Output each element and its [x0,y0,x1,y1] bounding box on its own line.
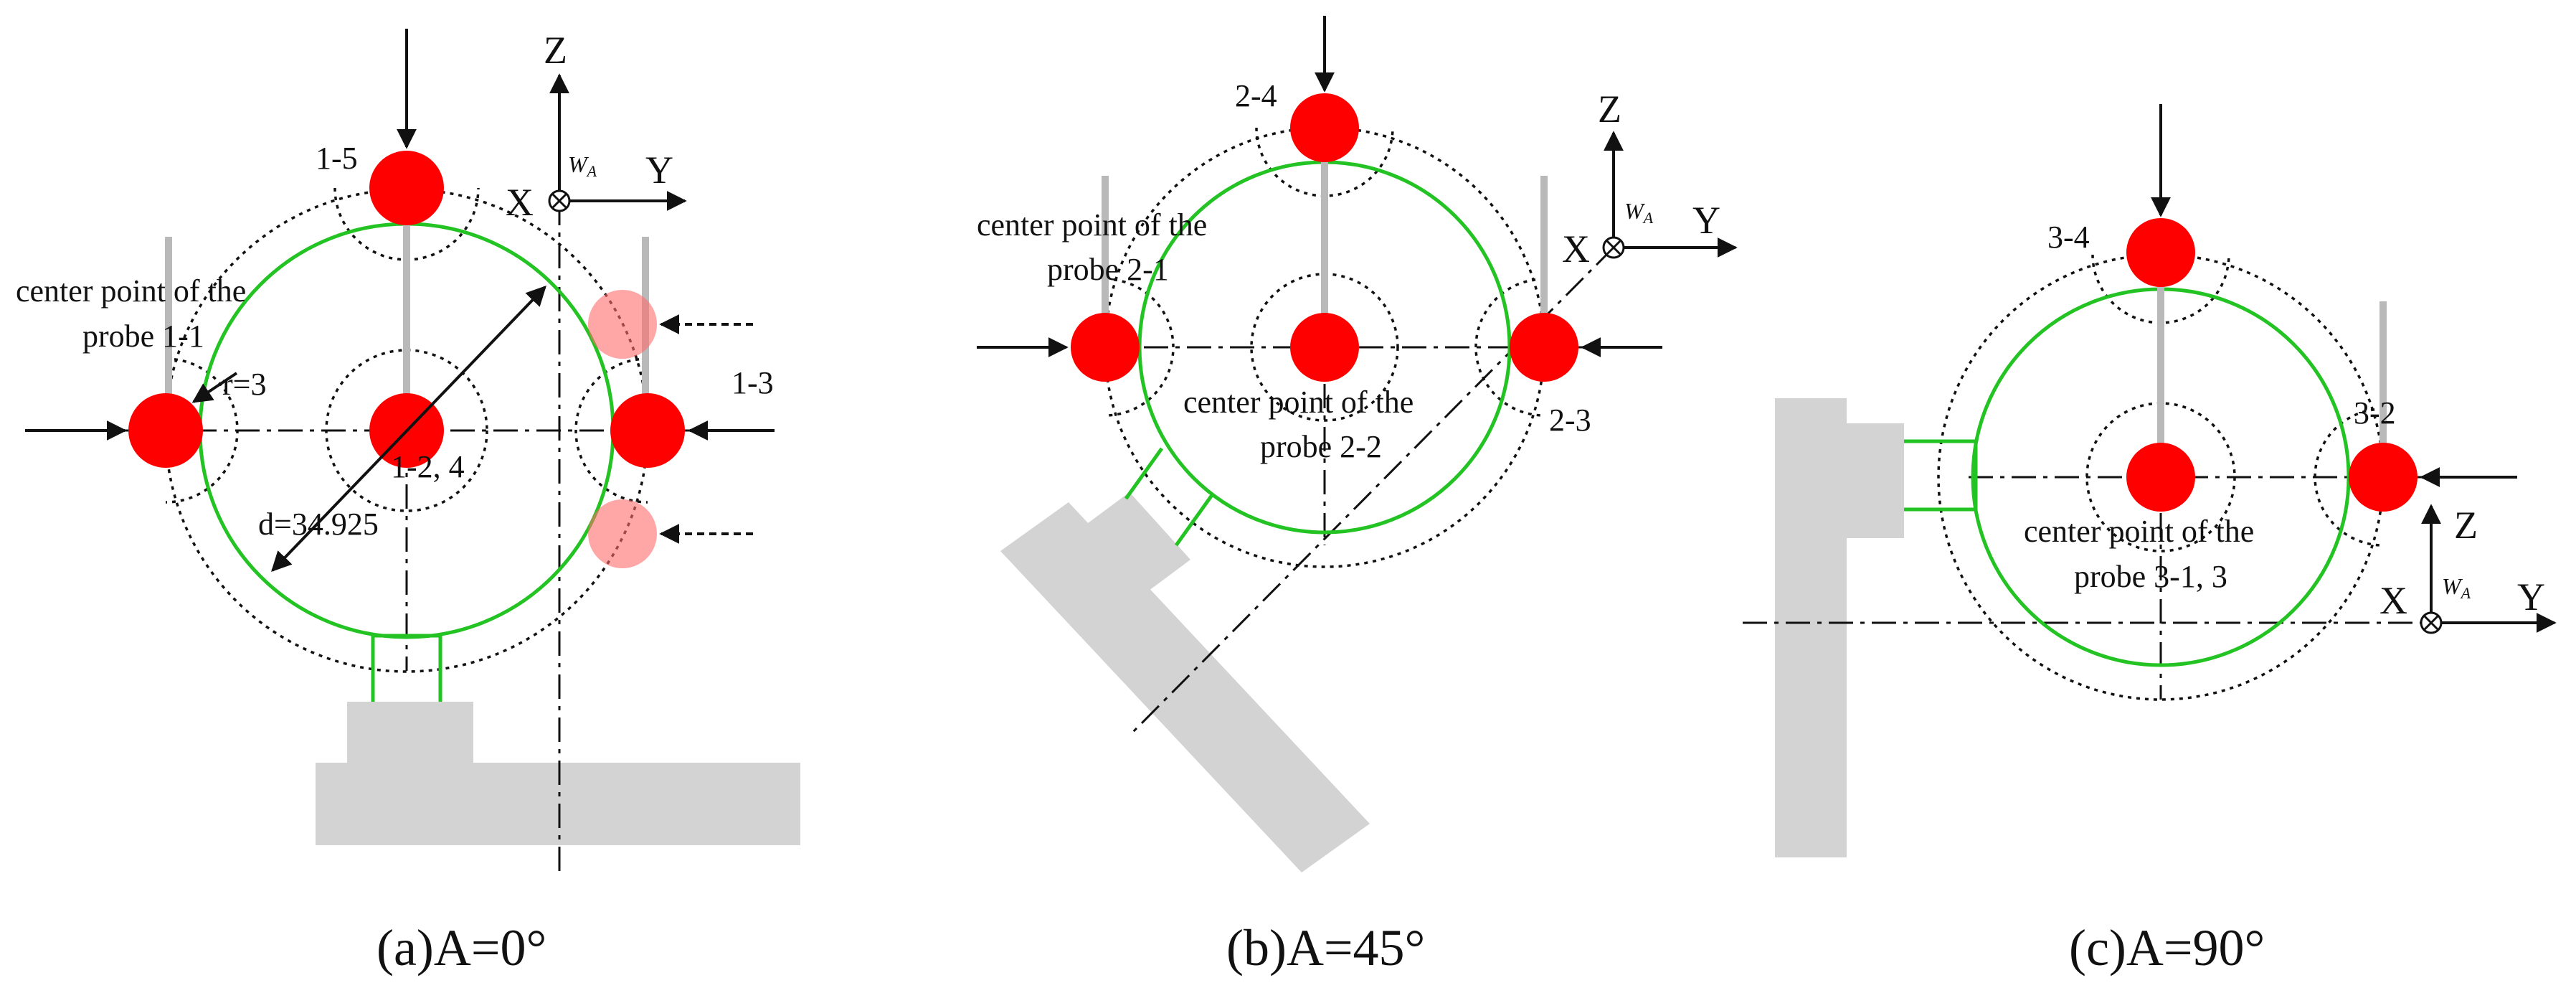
fixture-block-c [1847,423,1904,538]
center-point-line2-a: probe 1-1 [82,319,204,354]
diameter-arrow-a [271,285,546,573]
stylus-right-b [1540,176,1548,334]
panel-b: Z Y X WA 2-4 2-3 center point of the pro… [977,16,1738,977]
stylus-top-a [403,222,410,409]
axis-x-label-a: X [506,181,534,224]
stylus-left-b [1102,176,1109,334]
ring-stem-1-b [1124,447,1164,500]
probe-label-top-a: 1-5 [316,141,358,176]
probe-ghost-upper-a [588,290,657,359]
axis-y-label-c: Y [2517,575,2545,618]
probe-ball-top-a [369,151,444,225]
origin-label-b: WA [1624,198,1654,227]
origin-label-c: WA [2442,573,2471,602]
arc-left-a [165,357,239,504]
stylus-right-c [2380,301,2387,463]
fixture-arm-b [1000,502,1370,872]
fixture-block-a [347,702,473,765]
left-point-line1-b: center point of the [977,207,1207,243]
diameter-label-a: d=34.925 [258,507,379,542]
caption-a: (a)A=0° [377,919,546,977]
arc-left-b [1104,278,1175,417]
axis-x-label-b: X [1562,227,1590,270]
probe-label-top-b: 2-4 [1235,78,1277,113]
fixture-base-a [316,763,800,845]
probe-label-right-b: 2-3 [1549,403,1591,438]
axis-z-label-b: Z [1598,88,1621,131]
axis-y-label-a: Y [645,149,673,192]
panel-c: Z Y X WA 3-4 3-2 center point of the pro… [1743,104,2557,977]
stylus-top-b [1321,158,1328,326]
arc-right-c [2314,408,2384,547]
probe-ball-top-b [1290,93,1359,162]
probe-label-right-c: 3-2 [2354,395,2396,431]
axis-x-cross-b [1605,239,1622,256]
probe-ball-right-a [610,393,685,468]
center-point-line1-a: center point of the [16,273,246,309]
probe-label-top-c: 3-4 [2047,220,2090,255]
probe-ball-left-a [128,393,203,468]
center-point-line2-c: probe 3-1, 3 [2074,559,2227,594]
center-point-line2-b: probe 2-2 [1260,429,1382,464]
caption-c: (c)A=90° [2069,919,2265,977]
axis-z-label-c: Z [2454,504,2478,547]
left-point-line2-b: probe 2-1 [1047,252,1169,287]
panel-a: Z Y X WA 1-5 1-3 1-2, 4 center point of … [16,29,800,977]
axis-y-label-b: Y [1692,199,1720,242]
arc-right-b [1474,278,1545,417]
probe-ball-right-c [2349,443,2418,512]
fixture-block-b [1079,492,1190,597]
origin-label-a: WA [568,151,597,180]
probe-ball-center-b [1290,313,1359,382]
radius-arrow-a [191,372,238,403]
axis-x-cross-c [2423,614,2440,631]
caption-b: (b)A=45° [1226,919,1425,977]
probe-ball-right-b [1510,313,1578,382]
stylus-left-a [165,237,172,416]
probe-ball-left-b [1071,313,1140,382]
probe-label-center-a: 1-2, 4 [391,449,465,484]
probe-ghost-lower-a [588,499,657,568]
arc-right-a [574,357,648,504]
ring-stem-2-b [1174,494,1214,547]
centerline-b-diag [1132,246,1615,733]
center-point-line1-c: center point of the [2024,514,2254,549]
axis-z-label-a: Z [544,29,567,72]
center-point-line1-b: center point of the [1183,385,1414,420]
axis-x-label-c: X [2380,579,2407,622]
probe-ball-center-c [2126,443,2195,512]
fixture-column-c [1775,398,1847,857]
stylus-top-c [2157,287,2164,459]
axis-x-cross-a [551,192,568,210]
center-circle-b [1250,273,1399,422]
probe-ball-top-c [2126,218,2195,287]
probe-label-right-a: 1-3 [731,365,774,400]
radius-label-a: r=3 [222,367,266,402]
